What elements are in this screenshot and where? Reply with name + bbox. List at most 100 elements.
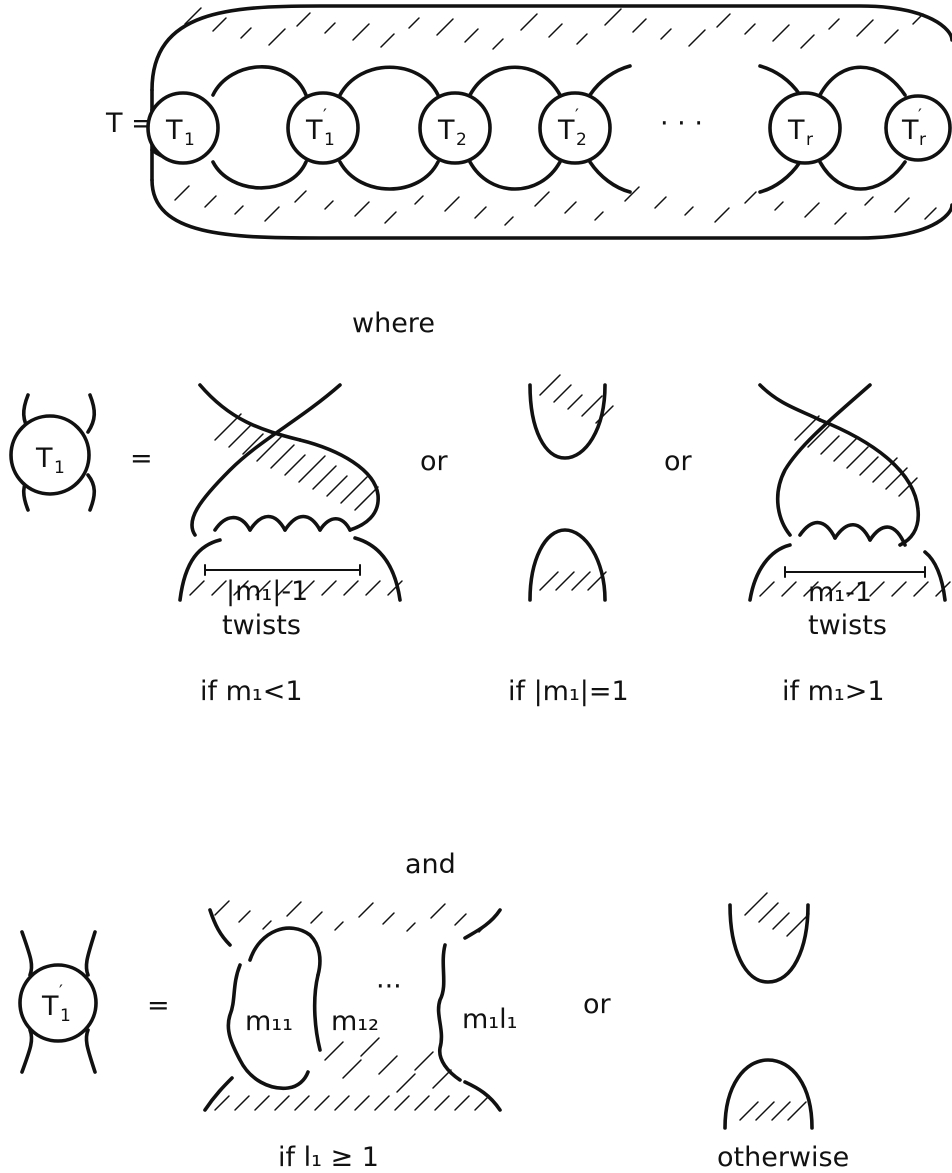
svg-text:T: T xyxy=(557,115,575,146)
hatch-mark xyxy=(859,456,879,476)
hatch-mark xyxy=(310,911,323,924)
hatch-mark xyxy=(240,27,252,39)
hatch-mark xyxy=(324,22,336,34)
hatch-mark xyxy=(274,1095,290,1111)
hatch-mark xyxy=(434,1095,450,1111)
hatch-mark xyxy=(714,207,730,223)
hatch-mark xyxy=(553,384,572,403)
hatch-mark xyxy=(298,455,326,483)
hatch-mark xyxy=(384,211,397,224)
hatch-mark xyxy=(343,580,359,596)
hatch-mark xyxy=(255,580,271,596)
tangle-T1-prime: T 1 ′ xyxy=(286,91,360,165)
hatch-mark xyxy=(204,195,217,208)
row1-symbol: T 1 xyxy=(9,393,97,512)
hatch-mark xyxy=(787,1101,807,1121)
hatch-mark xyxy=(758,902,779,923)
hatch-mark xyxy=(454,1095,470,1111)
hatch-mark xyxy=(803,581,819,597)
svg-text:T: T xyxy=(305,115,323,146)
hatch-mark xyxy=(794,415,820,441)
tangle-T2-prime: T 2 ′ xyxy=(538,91,612,165)
hatch-mark xyxy=(632,18,647,33)
hatch-mark xyxy=(286,901,302,917)
hatch-mark xyxy=(242,433,264,455)
hatch-mark xyxy=(444,196,460,212)
hatch-mark xyxy=(454,913,467,926)
hatch-mark xyxy=(744,23,756,35)
hatch-mark xyxy=(354,486,379,511)
case-other-hatching xyxy=(744,892,810,937)
hatch-mark xyxy=(378,1055,398,1075)
hatch-mark xyxy=(872,457,898,483)
hatch-mark xyxy=(342,1059,362,1079)
hatch-mark xyxy=(354,201,370,217)
svg-text:2: 2 xyxy=(456,130,467,150)
svg-text:T: T xyxy=(787,115,805,146)
svg-text:T: T xyxy=(901,115,919,146)
hatch-mark xyxy=(174,185,190,201)
hatch-mark xyxy=(716,13,731,28)
equation-lhs: T = xyxy=(105,108,154,139)
case-positive: m₁-1 twists if m₁>1 xyxy=(748,383,947,707)
hatch-mark xyxy=(772,24,790,42)
hatch-mark xyxy=(660,28,672,40)
hatch-mark xyxy=(504,216,514,226)
hatch-mark xyxy=(891,581,907,597)
hatch-mark xyxy=(820,435,840,455)
case-negative-twist-label: |m₁|-1 xyxy=(226,576,308,607)
hatch-mark xyxy=(755,1101,775,1121)
case-one-condition: if |m₁|=1 xyxy=(508,676,629,707)
hatch-mark xyxy=(387,580,403,596)
hatch-mark xyxy=(321,580,337,596)
svg-text:T: T xyxy=(437,115,455,146)
hatch-mark xyxy=(834,212,847,225)
svg-text:r: r xyxy=(919,130,926,150)
hatch-mark xyxy=(184,7,202,25)
case-positive-hatching xyxy=(794,415,918,497)
row2-symbol: T 1 ′ xyxy=(18,930,98,1074)
hatch-mark xyxy=(856,19,874,37)
hatch-mark xyxy=(474,206,487,219)
strand-dots: ··· xyxy=(376,971,402,1002)
hatch-mark xyxy=(869,581,885,597)
hatch-mark xyxy=(214,900,230,916)
hatch-mark xyxy=(354,1095,370,1111)
svg-text:T: T xyxy=(35,443,53,474)
hatch-mark xyxy=(299,580,315,596)
hatch-mark xyxy=(759,581,775,597)
hatch-mark xyxy=(270,444,295,469)
prime-mark: ′ xyxy=(323,106,327,126)
hatch-mark xyxy=(624,186,640,202)
hatch-mark xyxy=(294,190,307,203)
hatch-mark xyxy=(324,1041,344,1061)
hatch-mark xyxy=(334,1095,350,1111)
hatch-mark xyxy=(430,903,446,919)
band-hatching-bottom xyxy=(174,185,937,226)
prime-mark: ′ xyxy=(575,106,579,126)
hatch-mark xyxy=(684,206,694,216)
hatch-mark xyxy=(268,28,286,46)
hatch-mark xyxy=(898,477,918,497)
hatch-mark xyxy=(478,923,488,933)
hatch-mark xyxy=(604,8,622,26)
hatch-mark xyxy=(312,465,337,490)
svg-text:1: 1 xyxy=(184,130,195,150)
hatch-mark xyxy=(884,29,899,44)
hatch-mark xyxy=(825,581,841,597)
strand-label-1: m₁₁ xyxy=(245,1006,293,1037)
tangle-Tr-prime: T r ′ xyxy=(884,94,952,162)
where-text: where xyxy=(352,308,435,339)
svg-text:2: 2 xyxy=(576,130,587,150)
svg-text:1: 1 xyxy=(54,458,65,478)
hatch-mark xyxy=(567,394,583,410)
hatch-mark xyxy=(277,580,293,596)
hatch-mark xyxy=(294,1095,310,1111)
hatch-mark xyxy=(432,1069,452,1089)
hatch-mark xyxy=(254,1095,270,1111)
case-main: m₁₁ m₁₂ ··· m₁l₁ if l₁ ≥ 1 xyxy=(203,900,517,1173)
case-negative: |m₁|-1 twists if m₁<1 xyxy=(178,383,951,1121)
hatch-mark xyxy=(772,912,790,930)
hatch-mark xyxy=(414,1095,430,1111)
